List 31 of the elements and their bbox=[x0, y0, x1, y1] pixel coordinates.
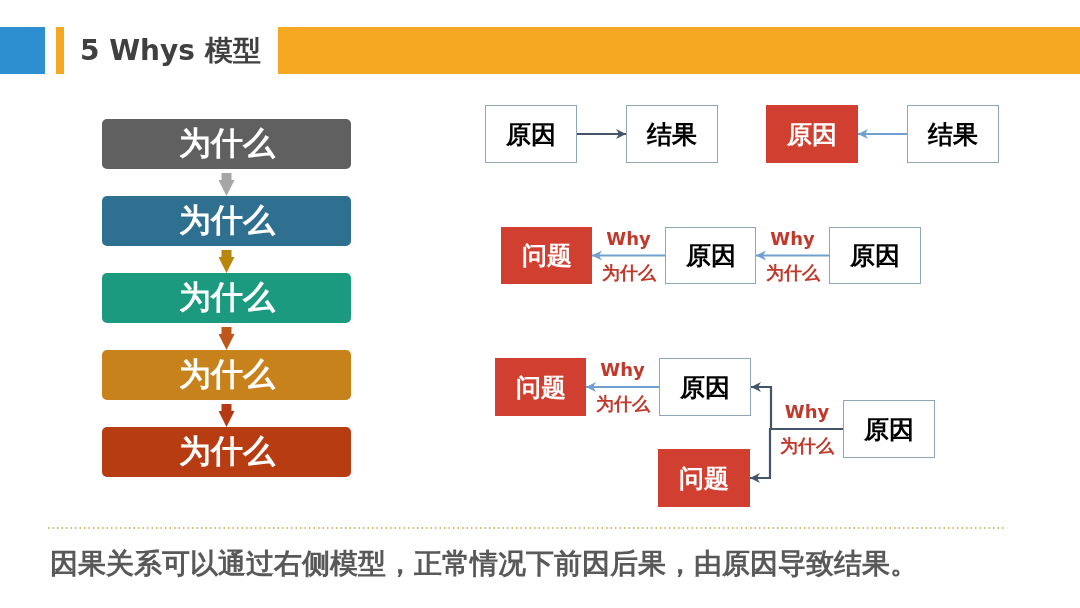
step-box: 为什么 bbox=[102, 196, 351, 246]
cause-box: 原因 bbox=[485, 105, 577, 163]
step-box: 为什么 bbox=[102, 273, 351, 323]
step-box: 为什么 bbox=[102, 350, 351, 400]
step-box: 为什么 bbox=[102, 427, 351, 477]
arrow bbox=[586, 382, 659, 392]
cause-box: 原因 bbox=[843, 400, 935, 458]
block-arrow bbox=[218, 250, 235, 273]
arrow bbox=[858, 129, 907, 139]
block-arrow bbox=[218, 404, 235, 427]
problem-box: 原因 bbox=[766, 105, 858, 163]
cause-box: 原因 bbox=[665, 227, 756, 284]
cause-box: 原因 bbox=[829, 227, 921, 284]
caption: 因果关系可以通过右侧模型，正常情况下前因后果，由原因导致结果。 bbox=[50, 546, 918, 582]
arrow bbox=[592, 250, 665, 261]
edge-label: Why 为什么 bbox=[779, 400, 835, 458]
block-arrow bbox=[218, 173, 235, 196]
arrow bbox=[756, 250, 829, 261]
arrow bbox=[577, 129, 626, 139]
problem-box: 问题 bbox=[501, 227, 592, 284]
block-arrow bbox=[218, 327, 235, 350]
problem-box: 问题 bbox=[658, 449, 750, 507]
edge-label: Why 为什么 bbox=[600, 226, 657, 285]
edge-label: Why 为什么 bbox=[594, 358, 651, 416]
cause-box: 结果 bbox=[907, 105, 999, 163]
cause-box: 结果 bbox=[626, 105, 718, 163]
problem-box: 问题 bbox=[495, 358, 586, 416]
cause-box: 原因 bbox=[659, 358, 751, 416]
edge-label: Why 为什么 bbox=[764, 226, 821, 285]
arrow bbox=[750, 427, 843, 483]
step-box: 为什么 bbox=[102, 119, 351, 169]
